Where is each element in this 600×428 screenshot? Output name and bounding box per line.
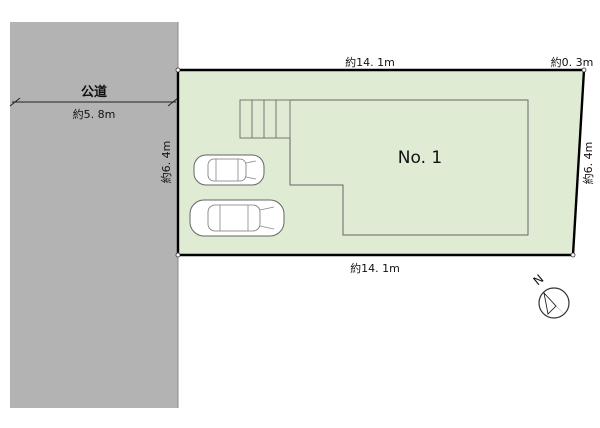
lot-corner-top-right	[581, 67, 587, 73]
road-label: 公道	[81, 84, 107, 100]
lot-top-dimension: 約14. 1m	[345, 55, 395, 69]
lot-corner-top-left	[175, 67, 181, 73]
compass-needle-light	[543, 291, 557, 315]
road-width-tick-left	[9, 97, 21, 107]
car-icon	[189, 199, 285, 237]
lot-left-dimension: 約6. 4m	[159, 141, 173, 184]
building-outline	[240, 99, 529, 236]
public-road	[10, 22, 178, 408]
compass-north-label: N	[530, 272, 546, 288]
entrance-stairs	[239, 99, 291, 139]
lot-corner-bottom-left	[175, 252, 181, 258]
lot-number-label: No. 1	[398, 148, 442, 168]
lot-top-right-dimension: 約0. 3m	[551, 55, 594, 69]
lot-right-dimension: 約6. 4m	[581, 142, 595, 185]
car-icon	[193, 154, 265, 186]
compass: N	[530, 272, 570, 319]
lot-corner-bottom-right	[570, 252, 576, 258]
road-width-label: 約5. 8m	[73, 107, 116, 121]
lot-bottom-dimension: 約14. 1m	[350, 261, 400, 275]
road-width-tick-right	[167, 97, 179, 107]
